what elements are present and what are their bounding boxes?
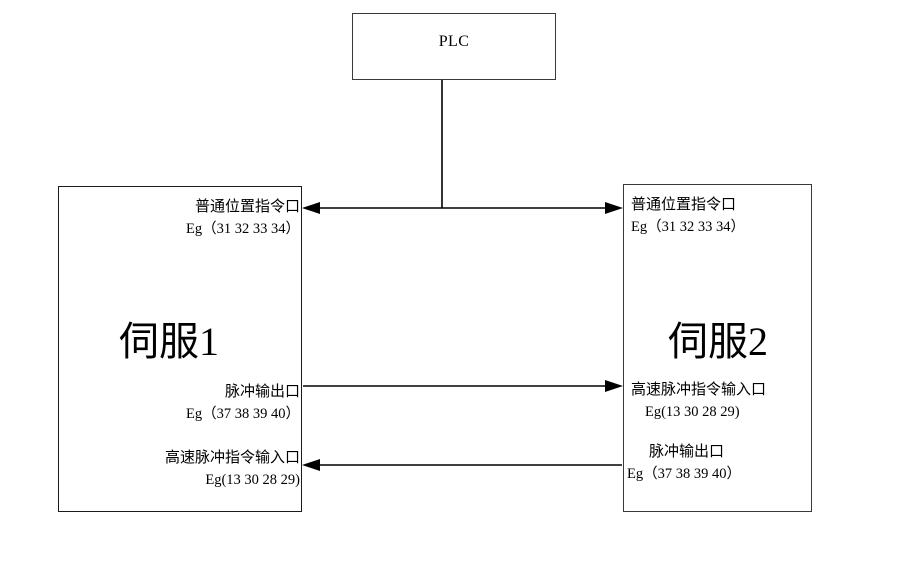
arrowhead-left-position-bus [302,202,320,214]
servo1-position-command-port: 普通位置指令口 Eg（31 32 33 34） [62,196,300,240]
servo2-pulse-output-port: 脉冲输出口 Eg（37 38 39 40） [627,441,831,485]
port-name: 脉冲输出口 [649,444,725,460]
plc-label: PLC [438,33,470,50]
servo2-box [623,184,812,512]
port-name: 脉冲输出口 [224,384,300,400]
port-name: 普通位置指令口 [194,199,300,215]
port-example: Eg(13 30 28 29) [205,472,300,488]
arrowhead-right-servo1-to-servo2 [605,380,623,392]
port-name: 高速脉冲指令输入口 [631,382,767,398]
servo1-title: 伺服1 [119,319,219,364]
port-example: Eg（37 38 39 40） [186,406,300,422]
port-example: Eg（31 32 33 34） [186,221,300,237]
port-name: 普通位置指令口 [631,197,737,213]
servo2-position-command-port: 普通位置指令口 Eg（31 32 33 34） [631,194,831,238]
servo1-high-speed-pulse-input-port: 高速脉冲指令输入口 Eg(13 30 28 29) [62,447,300,491]
plc-box [352,13,556,80]
arrowhead-left-servo2-to-servo1 [302,459,320,471]
arrowhead-right-position-bus [605,202,623,214]
servo1-box [58,186,302,512]
servo2-high-speed-pulse-input-port: 高速脉冲指令输入口 Eg(13 30 28 29) [631,379,831,423]
port-example: Eg（37 38 39 40） [627,466,741,482]
port-example: Eg(13 30 28 29) [645,404,740,420]
port-example: Eg（31 32 33 34） [631,219,745,235]
servo1-pulse-output-port: 脉冲输出口 Eg（37 38 39 40） [62,381,300,425]
port-name: 高速脉冲指令输入口 [164,450,300,466]
servo2-title: 伺服2 [668,319,768,364]
